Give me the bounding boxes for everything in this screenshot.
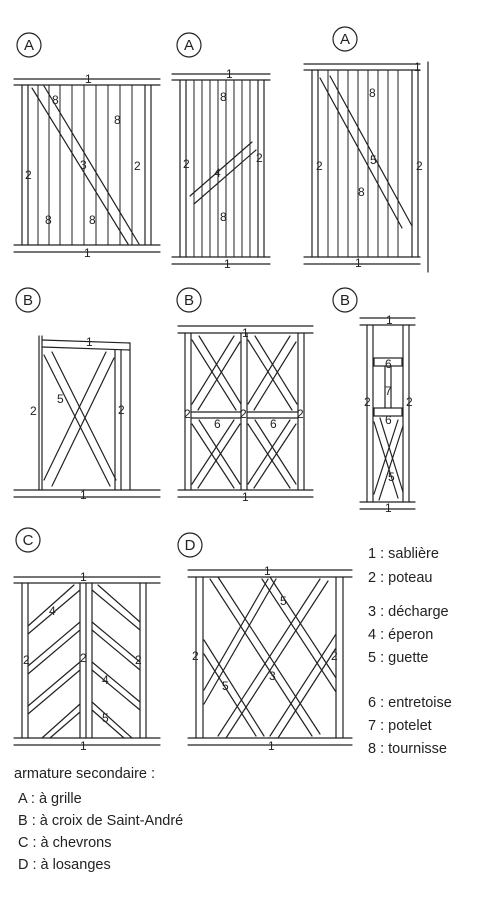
- part-label: 2: [25, 168, 32, 182]
- legend-item: 7 : potelet: [368, 718, 432, 734]
- part-label: 1: [242, 326, 249, 340]
- panel-b3: B 1 6 7 2 2 6 5 1: [332, 287, 416, 515]
- panel-type-label: D: [185, 537, 196, 554]
- legend-item: 5 : guette: [368, 650, 429, 666]
- part-label: 1: [242, 490, 249, 504]
- part-label: 6: [270, 417, 277, 431]
- part-label: 2: [134, 159, 141, 173]
- part-label: 8: [89, 213, 96, 227]
- legend-item: 2 : poteau: [368, 570, 433, 586]
- panel-b1: B 1 5 2 2 1: [13, 287, 161, 502]
- part-label: 8: [52, 93, 59, 107]
- legend-item: 4 : éperon: [368, 627, 434, 643]
- part-label: 2: [80, 651, 87, 665]
- part-label: 8: [45, 213, 52, 227]
- legend-item: 6 : entretoise: [368, 695, 452, 711]
- part-label: 2: [135, 653, 142, 667]
- part-label: 6: [214, 417, 221, 431]
- secondary-item: A : à grille: [18, 791, 82, 807]
- legend-item: 8 : tournisse: [368, 741, 447, 757]
- part-label: 1: [224, 257, 231, 271]
- panel-b2: B 1 2 2 2: [176, 287, 314, 504]
- part-label: 2: [406, 395, 413, 409]
- part-label: 2: [316, 159, 323, 173]
- part-label: 2: [416, 159, 423, 173]
- part-label: 2: [331, 649, 338, 663]
- panel-a1: A 1 8 8 2 3 2 8 8 1: [13, 32, 161, 260]
- part-label: 4: [102, 673, 109, 687]
- part-label: 5: [388, 470, 395, 484]
- part-label: 7: [385, 384, 392, 398]
- part-label: 8: [220, 90, 227, 104]
- part-label: 1: [268, 739, 275, 753]
- secondary-item: C : à chevrons: [18, 835, 112, 851]
- panel-type-label: C: [23, 532, 34, 549]
- panel-type-label: B: [340, 292, 350, 309]
- part-label: 1: [84, 246, 91, 260]
- part-label: 1: [264, 564, 271, 578]
- part-label: 1: [385, 501, 392, 515]
- part-label: 2: [183, 157, 190, 171]
- panel-type-label: A: [24, 37, 34, 54]
- secondary-item: D : à losanges: [18, 857, 111, 873]
- part-label: 4: [49, 604, 56, 618]
- part-label: 1: [86, 335, 93, 349]
- panel-d: D 1 5 2 2 3 5 1: [177, 532, 353, 753]
- part-label: 1: [80, 570, 87, 584]
- part-label: 6: [385, 357, 392, 371]
- part-label: 1: [355, 256, 362, 270]
- part-label: 3: [269, 669, 276, 683]
- part-label: 2: [184, 407, 191, 421]
- part-label: 4: [214, 166, 221, 180]
- part-label: 2: [256, 151, 263, 165]
- part-label: 8: [114, 113, 121, 127]
- part-label: 1: [386, 313, 393, 327]
- part-label: 1: [85, 72, 92, 86]
- part-label: 5: [57, 392, 64, 406]
- part-label: 1: [80, 488, 87, 502]
- part-label: 6: [385, 413, 392, 427]
- panel-type-label: B: [184, 292, 194, 309]
- legend-item: 1 : sablière: [368, 546, 439, 562]
- part-label: 8: [369, 86, 376, 100]
- part-label: 5: [222, 679, 229, 693]
- legend-item: 3 : décharge: [368, 604, 449, 620]
- panel-type-label: A: [340, 31, 350, 48]
- part-label: 1: [80, 739, 87, 753]
- part-label: 2: [364, 395, 371, 409]
- panel-type-label: B: [23, 292, 33, 309]
- panel-a3: A 1 8 2 5 2 8 1: [303, 26, 429, 273]
- part-label: 5: [370, 153, 377, 167]
- part-label: 2: [240, 407, 247, 421]
- part-label: 5: [102, 711, 109, 725]
- part-label: 2: [118, 403, 125, 417]
- part-label: 2: [192, 649, 199, 663]
- part-label: 1: [226, 67, 233, 81]
- panel-c: C 1 4 2 2 2 4 5 1: [13, 527, 161, 753]
- part-label: 8: [220, 210, 227, 224]
- part-label: 2: [30, 404, 37, 418]
- part-label: 2: [297, 407, 304, 421]
- panel-type-label: A: [184, 37, 194, 54]
- part-label: 5: [280, 594, 287, 608]
- secondary-title: armature secondaire :: [14, 766, 156, 782]
- panel-a2: A 1 8 2 4 2 8 1: [171, 32, 271, 271]
- part-label: 8: [358, 185, 365, 199]
- part-label: 1: [414, 60, 421, 74]
- secondary-item: B : à croix de Saint-André: [18, 813, 184, 829]
- part-label: 2: [23, 653, 30, 667]
- part-label: 3: [80, 158, 87, 172]
